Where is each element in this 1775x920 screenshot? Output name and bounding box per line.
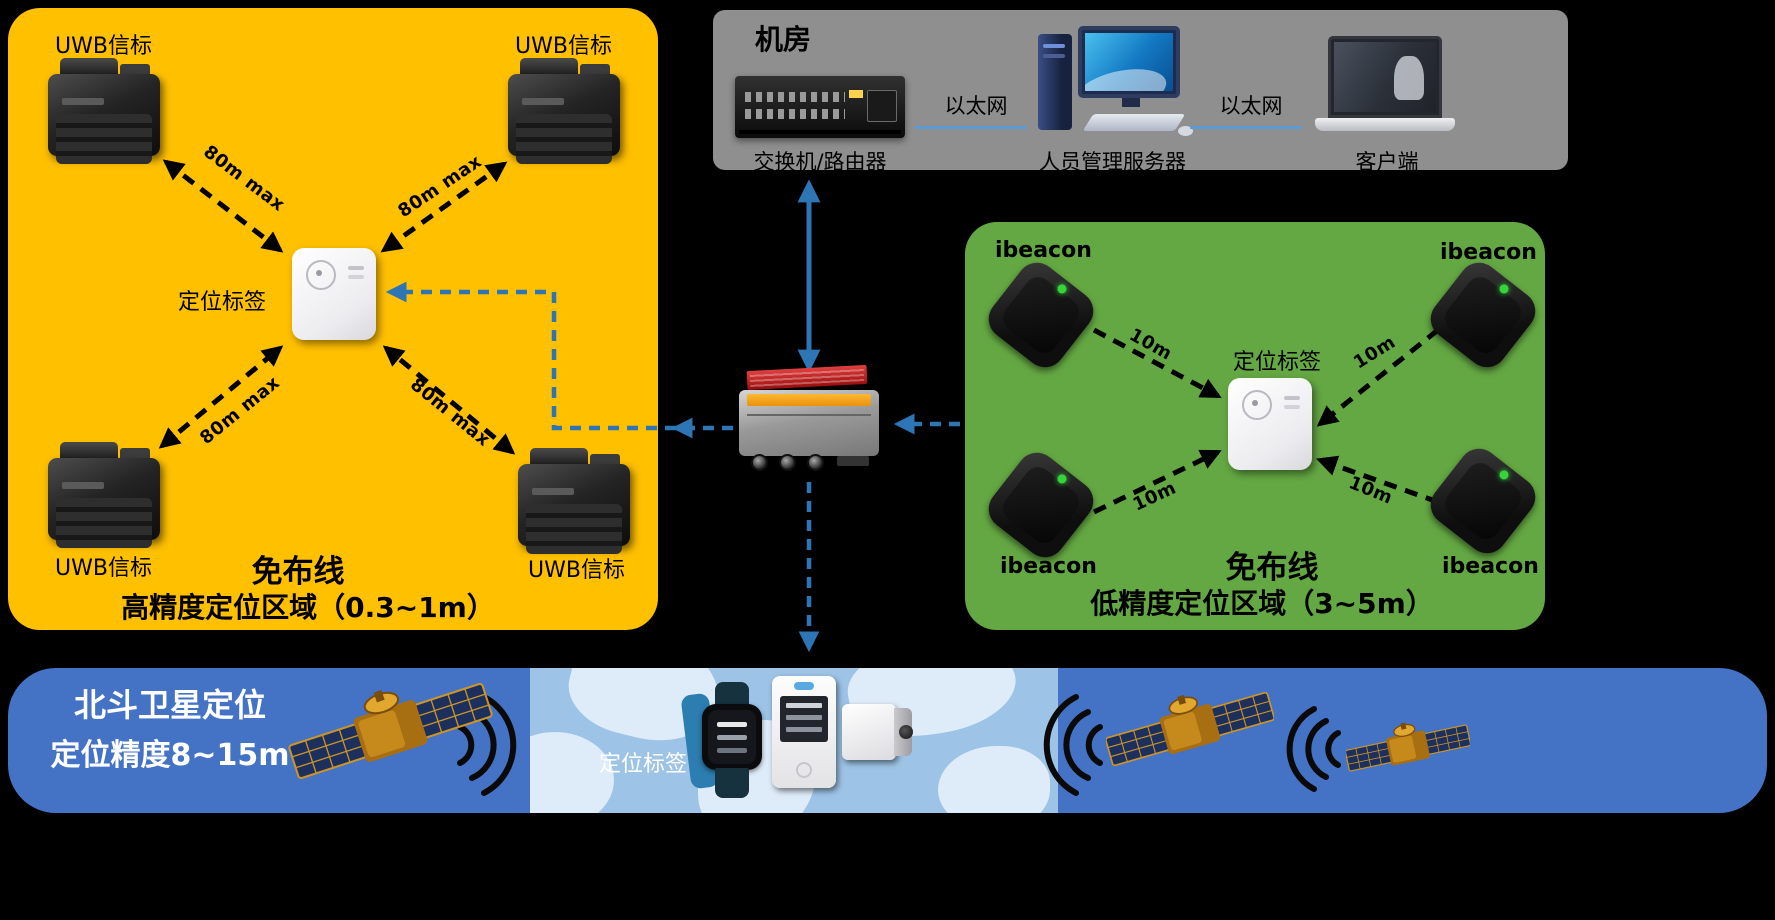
uwb-tag-label: 定位标签 (178, 290, 267, 315)
watch-face (702, 704, 762, 770)
beacon-antenna (580, 64, 610, 77)
beacon-antenna (530, 448, 588, 466)
ibeacon-tag-label: 定位标签 (1232, 350, 1321, 375)
smartwatch-tag-device (700, 682, 764, 802)
server-room-title: 机房 (755, 23, 812, 56)
watch-screen (708, 710, 756, 764)
server-mouse (1178, 126, 1193, 136)
laptop-display (1334, 42, 1436, 112)
watch-band (715, 768, 749, 798)
laptop-screen (1328, 36, 1442, 118)
gateway-connector (807, 454, 824, 471)
satellite-right-2 (1346, 722, 1470, 772)
switch-sticker (849, 90, 863, 98)
gateway-seam (747, 414, 871, 416)
tag-emblem (306, 260, 336, 290)
ethernet-line-right (1190, 126, 1302, 129)
server-caption: 人员管理服务器 (1039, 150, 1186, 174)
ibeacon-positioning-tag-device (1228, 378, 1312, 470)
ibeacon-label-bl: ibeacon (1000, 554, 1097, 579)
gateway-red-label (746, 364, 868, 391)
beacon-antenna (60, 58, 118, 76)
beacon-antenna (60, 442, 118, 460)
management-server-device (1038, 26, 1193, 142)
beacon-slot (62, 98, 104, 105)
beacon-ribs (516, 114, 612, 164)
beacon-ribs (56, 114, 152, 164)
uwb-beacon-label-br: UWB信标 (528, 558, 625, 583)
client-caption: 客户端 (1355, 150, 1419, 174)
uwb-feature-title: 免布线 (251, 554, 345, 590)
box-connector (899, 725, 913, 739)
uwb-beacon-device-tr (508, 58, 620, 164)
badge-tag-device (772, 676, 836, 788)
beacon-body (48, 458, 160, 548)
switch-caption: 交换机/路由器 (753, 150, 887, 174)
uwb-beacon-label-tl: UWB信标 (55, 34, 152, 59)
server-monitor (1078, 26, 1180, 98)
beacon-antenna (590, 454, 620, 467)
monitor-stand (1122, 98, 1140, 107)
tag-marking (348, 266, 364, 270)
switch-module (867, 90, 897, 122)
beacon-antenna (120, 64, 150, 77)
map-continent-shape (938, 746, 1050, 813)
switch-router-device (735, 76, 905, 138)
beacon-ribs (526, 504, 622, 554)
uwb-beacon-device-bl (48, 442, 160, 548)
beacon-ribs (56, 498, 152, 548)
ethernet-line-left (915, 126, 1027, 129)
beidou-accuracy-label: 定位精度8~15m (50, 738, 290, 773)
beidou-title: 北斗卫星定位 (73, 686, 266, 724)
beidou-tag-label: 定位标签 (598, 752, 687, 777)
ibeacon-area-title: 低精度定位区域（3~5m） (1090, 587, 1434, 620)
beacon-antenna (520, 58, 578, 76)
server-tower (1038, 34, 1072, 130)
ibeacon-label-tr: ibeacon (1440, 240, 1537, 265)
uwb-positioning-tag-device (292, 248, 376, 340)
tag-emblem (1242, 390, 1272, 420)
beacon-body (508, 74, 620, 164)
badge-screen (780, 696, 828, 742)
beacon-antenna (120, 448, 150, 461)
box-tag-device (842, 700, 914, 764)
switch-ports (745, 109, 845, 119)
uwb-beacon-device-tl (48, 58, 160, 164)
ethernet-label-left: 以太网 (944, 94, 1008, 118)
switch-ports (745, 92, 845, 102)
ibeacon-feature-title: 免布线 (1225, 550, 1319, 586)
uwb-beacon-device-br (518, 448, 630, 554)
gateway-foot (837, 456, 869, 466)
satellite-left (288, 682, 493, 780)
uwb-area-title: 高精度定位区域（0.3~1m） (121, 591, 495, 624)
uwb-beacon-label-bl: UWB信标 (55, 556, 152, 581)
client-laptop-device (1315, 36, 1455, 140)
ibeacon-label-br: ibeacon (1442, 554, 1539, 579)
box-body (842, 704, 896, 760)
gateway-orange-strip (747, 394, 871, 406)
ibeacon-label-tl: ibeacon (995, 238, 1092, 263)
gateway-device (735, 364, 883, 478)
server-keyboard (1082, 114, 1186, 131)
ethernet-label-right: 以太网 (1219, 94, 1283, 118)
beacon-slot (532, 488, 574, 495)
tag-marking (1284, 396, 1300, 400)
badge-logo (794, 682, 814, 690)
beacon-body (48, 74, 160, 164)
laptop-base (1315, 118, 1455, 131)
beacon-slot (62, 482, 104, 489)
satellite-right-1 (1106, 691, 1274, 767)
beacon-body (518, 464, 630, 554)
server-screen (1085, 33, 1173, 91)
beacon-slot (522, 98, 564, 105)
gateway-body (739, 390, 879, 456)
gateway-connector (751, 454, 768, 471)
switch-base (739, 130, 901, 134)
badge-button (796, 762, 812, 778)
gateway-connector (779, 454, 796, 471)
uwb-beacon-label-tr: UWB信标 (515, 34, 612, 59)
watch-band (715, 682, 749, 706)
